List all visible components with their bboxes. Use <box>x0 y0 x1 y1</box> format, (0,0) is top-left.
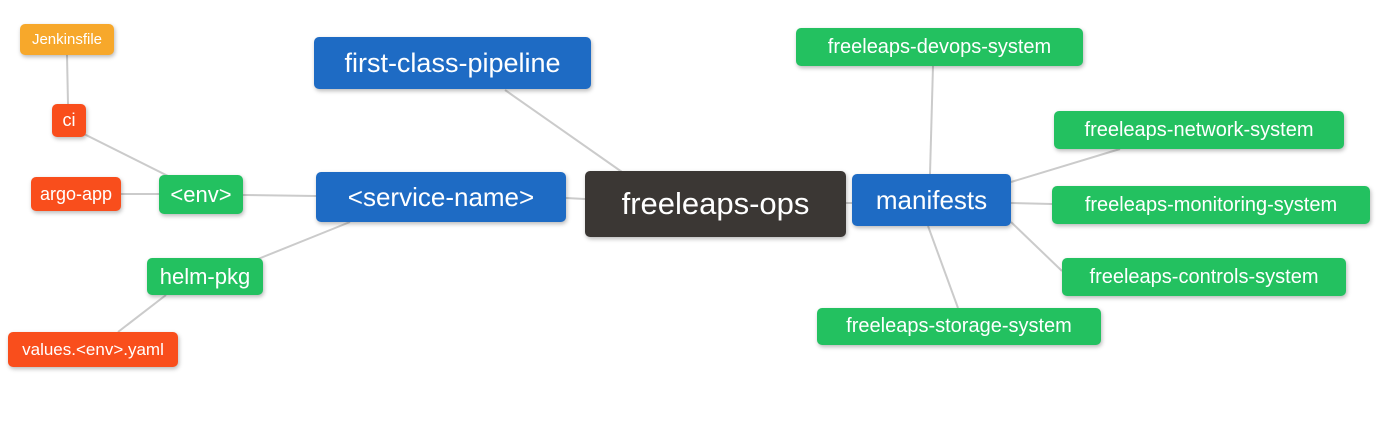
node-ci[interactable]: ci <box>52 104 86 137</box>
node-env[interactable]: <env> <box>159 175 243 214</box>
node-freeleaps-storage-system[interactable]: freeleaps-storage-system <box>817 308 1101 345</box>
node-values-env-yaml[interactable]: values.<env>.yaml <box>8 332 178 367</box>
edge-manifests-to-freeleaps-devops-system <box>929 65 934 175</box>
node-first-class-pipeline[interactable]: first-class-pipeline <box>314 37 591 89</box>
node-service-name[interactable]: <service-name> <box>316 172 566 222</box>
edge-manifests-to-freeleaps-network-system <box>1010 148 1121 183</box>
node-freeleaps-ops[interactable]: freeleaps-ops <box>585 171 846 237</box>
node-freeleaps-devops-system[interactable]: freeleaps-devops-system <box>796 28 1083 66</box>
node-freeleaps-monitoring-system[interactable]: freeleaps-monitoring-system <box>1052 186 1370 224</box>
edge-manifests-to-freeleaps-monitoring-system <box>1010 202 1053 205</box>
edge-manifests-to-freeleaps-storage-system <box>927 225 959 309</box>
node-jenkinsfile[interactable]: Jenkinsfile <box>20 24 114 55</box>
node-freeleaps-controls-system[interactable]: freeleaps-controls-system <box>1062 258 1346 296</box>
edge-helm-pkg-to-service-name <box>257 221 351 260</box>
node-argo-app[interactable]: argo-app <box>31 177 121 211</box>
node-manifests[interactable]: manifests <box>852 174 1011 226</box>
edge-helm-pkg-to-values-env-yaml <box>117 294 167 333</box>
edge-first-class-pipeline-to-freeleaps-ops <box>504 89 623 173</box>
edge-ci-to-env <box>81 132 171 178</box>
edge-env-to-service-name <box>242 194 317 197</box>
edge-jenkinsfile-to-ci <box>66 54 69 105</box>
node-helm-pkg[interactable]: helm-pkg <box>147 258 263 295</box>
edge-service-name-to-freeleaps-ops <box>565 197 586 200</box>
node-freeleaps-network-system[interactable]: freeleaps-network-system <box>1054 111 1344 149</box>
edge-manifests-to-freeleaps-controls-system <box>1010 221 1063 272</box>
